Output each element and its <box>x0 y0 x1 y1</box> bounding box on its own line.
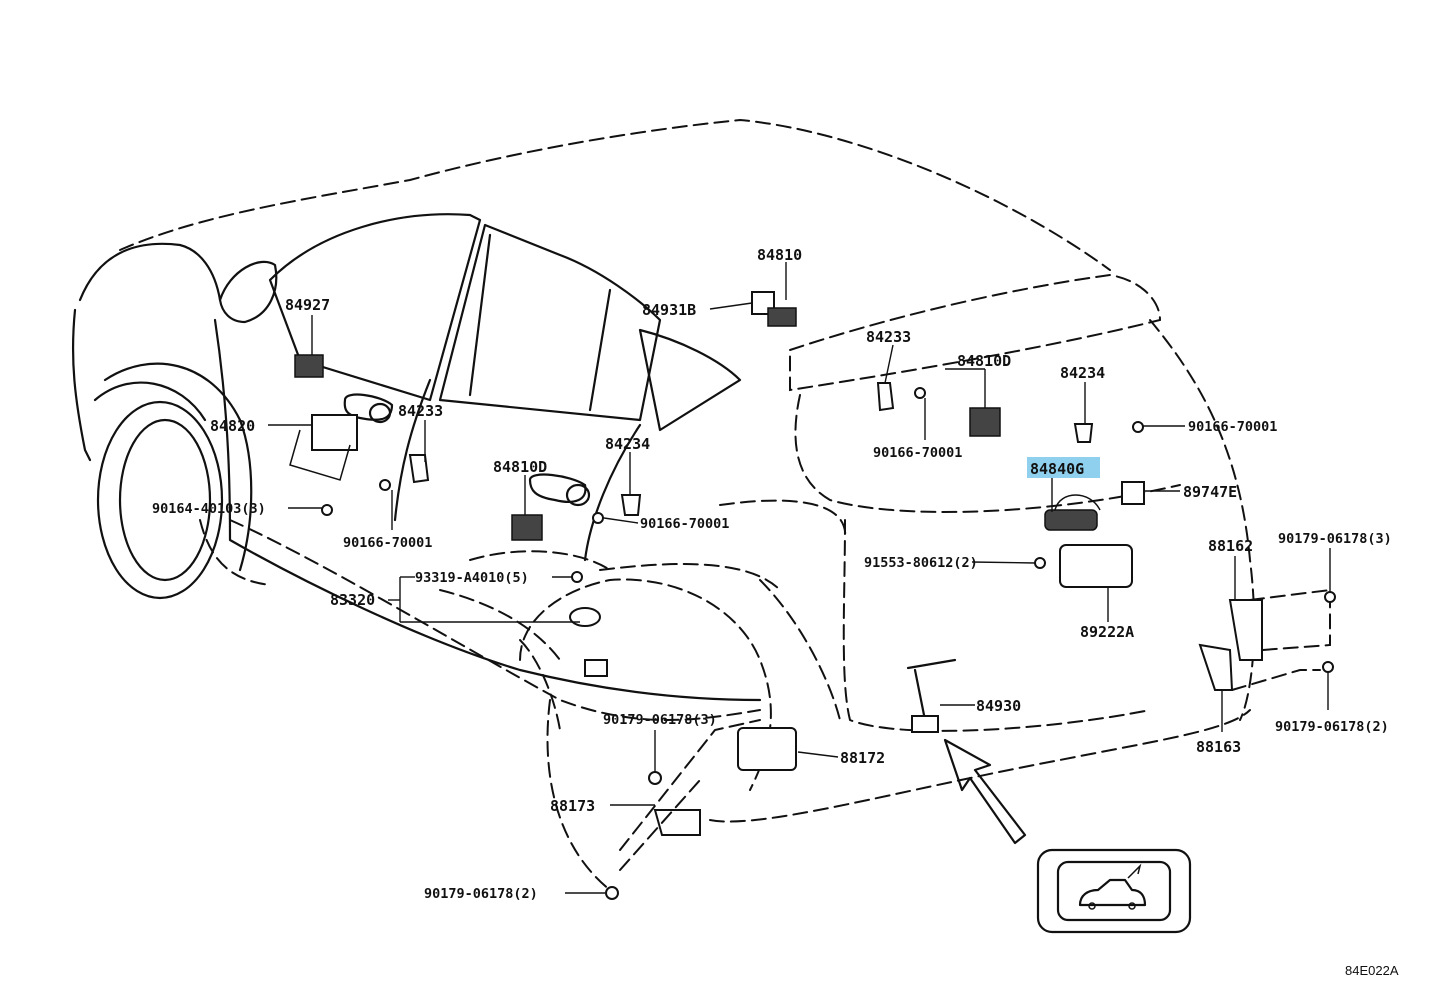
nut-90179-right-upper <box>1324 591 1336 603</box>
inset-switch-view <box>1036 848 1192 934</box>
label-84840G: 84840G <box>1030 460 1084 478</box>
label-90179-06178-2-bottom: 90179-06178(2) <box>424 886 538 902</box>
nut-90179-right-lower <box>1322 661 1334 673</box>
label-90179-06178-2-right: 90179-06178(2) <box>1275 719 1389 735</box>
label-90164-40103: 90164-40103(3) <box>152 501 266 517</box>
screw-91553 <box>1034 557 1046 569</box>
part-84234-rear <box>1073 423 1094 443</box>
label-88163: 88163 <box>1196 738 1241 756</box>
part-84233-body <box>408 454 430 484</box>
label-84931B: 84931B <box>642 301 696 319</box>
label-84810: 84810 <box>757 246 802 264</box>
part-84810D-door <box>511 514 543 541</box>
part-88173 <box>653 809 701 836</box>
car-body-outline <box>119 118 1256 823</box>
part-84840G <box>1044 509 1098 531</box>
rear-wheel-well <box>439 550 772 891</box>
label-90166-70001-right: 90166-70001 <box>1188 419 1277 435</box>
label-89222A: 89222A <box>1080 623 1134 641</box>
car-hatch-icon <box>1078 878 1147 907</box>
label-88172: 88172 <box>840 749 885 767</box>
part-83320 <box>569 607 601 627</box>
label-84234-door: 84234 <box>605 435 650 453</box>
label-84810D-rear: 84810D <box>957 352 1011 370</box>
screw-90166-c <box>592 512 604 524</box>
label-90166-70001-rear: 90166-70001 <box>873 445 962 461</box>
label-90179-06178-3-left: 90179-06178(3) <box>603 712 717 728</box>
label-84233-body: 84233 <box>398 402 443 420</box>
part-84234-door <box>620 494 642 516</box>
part-84810D-rear <box>969 407 1001 437</box>
front-body <box>71 213 762 702</box>
label-93319-A4010: 93319-A4010(5) <box>415 570 529 586</box>
label-84930: 84930 <box>976 697 1021 715</box>
part-84810-lower <box>767 307 797 327</box>
label-84820: 84820 <box>210 417 255 435</box>
parts <box>289 291 1336 900</box>
label-84234-rear: 84234 <box>1060 364 1105 382</box>
label-84810D-door: 84810D <box>493 458 547 476</box>
part-84930 <box>911 715 939 733</box>
screw-90166-a <box>914 387 926 399</box>
highlight-84840G <box>1027 457 1100 478</box>
part-84930-arm <box>906 658 957 670</box>
screw-93319 <box>571 571 583 583</box>
label-89747E: 89747E <box>1183 483 1237 501</box>
part-84927 <box>294 354 324 378</box>
part-88172 <box>737 727 797 771</box>
label-90166-70001-body: 90166-70001 <box>343 535 432 551</box>
nut-90179-left <box>648 771 662 785</box>
label-88162: 88162 <box>1208 537 1253 555</box>
callout-labels: 84810 84931B 84927 84233 84810D 84234 84… <box>152 246 1399 978</box>
view-arrow <box>943 738 1027 845</box>
part-84820 <box>311 414 358 451</box>
part-89747E <box>1121 481 1145 505</box>
label-90166-70001-door: 90166-70001 <box>640 516 729 532</box>
screw-90164 <box>321 504 333 516</box>
part-84233-rear <box>876 382 895 412</box>
screw-90166-b <box>379 479 391 491</box>
label-83320: 83320 <box>330 591 375 609</box>
label-91553-80612: 91553-80612(2) <box>864 555 978 571</box>
label-88173: 88173 <box>550 797 595 815</box>
screw-90166-d <box>1132 421 1144 433</box>
label-84233-rear: 84233 <box>866 328 911 346</box>
part-83320-lower <box>584 659 608 677</box>
nut-90179-bottom <box>605 886 619 900</box>
part-88163 <box>1198 643 1234 691</box>
label-84927: 84927 <box>285 296 330 314</box>
part-88162 <box>1228 599 1263 661</box>
part-89222A <box>1059 544 1133 588</box>
label-90179-06178-3-right: 90179-06178(3) <box>1278 531 1392 547</box>
figure-code: 84E022A <box>1345 963 1399 978</box>
leader-lines <box>268 262 1331 894</box>
